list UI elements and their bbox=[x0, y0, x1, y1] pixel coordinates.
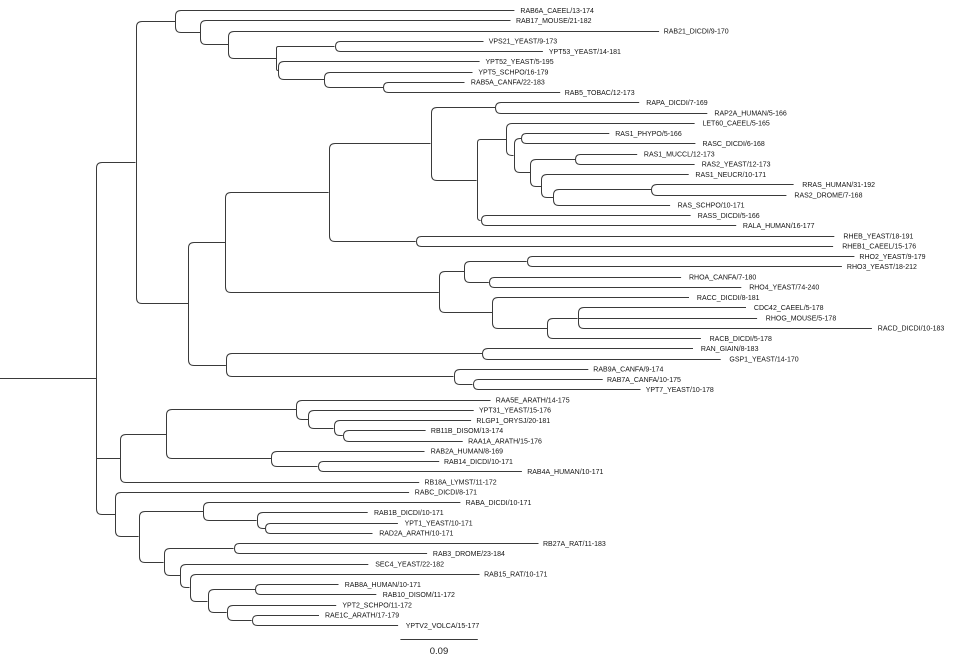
svg-text:RAB21_DICDI/9-170: RAB21_DICDI/9-170 bbox=[664, 28, 729, 35]
svg-text:RHOG_MOUSE/5-178: RHOG_MOUSE/5-178 bbox=[766, 315, 837, 322]
svg-text:RACC_DICDI/8-181: RACC_DICDI/8-181 bbox=[697, 295, 760, 302]
svg-text:RLGP1_ORYSJ/20-181: RLGP1_ORYSJ/20-181 bbox=[476, 418, 550, 425]
svg-text:YPT52_YEAST/5-195: YPT52_YEAST/5-195 bbox=[486, 59, 554, 66]
svg-text:CDC42_CAEEL/5-178: CDC42_CAEEL/5-178 bbox=[754, 305, 824, 312]
svg-text:RHO2_YEAST/9-179: RHO2_YEAST/9-179 bbox=[859, 254, 925, 261]
svg-text:RAB17_MOUSE/21-182: RAB17_MOUSE/21-182 bbox=[516, 18, 592, 25]
svg-text:RAS1_PHYPO/5-166: RAS1_PHYPO/5-166 bbox=[615, 131, 682, 138]
svg-text:RB27A_RAT/11-183: RB27A_RAT/11-183 bbox=[543, 541, 606, 548]
svg-text:YPT5_SCHPO/16-179: YPT5_SCHPO/16-179 bbox=[478, 69, 548, 76]
svg-text:LET60_CAEEL/5-165: LET60_CAEEL/5-165 bbox=[703, 121, 770, 128]
svg-text:RAB15_RAT/10-171: RAB15_RAT/10-171 bbox=[484, 572, 547, 579]
svg-text:RAB1B_DICDI/10-171: RAB1B_DICDI/10-171 bbox=[374, 510, 444, 517]
svg-text:RB18A_LYMST/11-172: RB18A_LYMST/11-172 bbox=[425, 479, 497, 486]
svg-text:RAS1_NEUCR/10-171: RAS1_NEUCR/10-171 bbox=[695, 172, 766, 179]
svg-text:RAB5A_CANFA/22-183: RAB5A_CANFA/22-183 bbox=[471, 80, 545, 87]
svg-text:RAS2_DROME/7-168: RAS2_DROME/7-168 bbox=[794, 192, 862, 199]
svg-text:YPT53_YEAST/14-181: YPT53_YEAST/14-181 bbox=[549, 49, 621, 56]
svg-text:RALA_HUMAN/16-177: RALA_HUMAN/16-177 bbox=[743, 223, 815, 230]
svg-text:RAA5E_ARATH/14-175: RAA5E_ARATH/14-175 bbox=[496, 397, 570, 404]
svg-text:RAE1C_ARATH/17-179: RAE1C_ARATH/17-179 bbox=[325, 613, 399, 620]
svg-text:RAB3_DROME/23-184: RAB3_DROME/23-184 bbox=[433, 551, 505, 558]
svg-text:RHO4_YEAST/74-240: RHO4_YEAST/74-240 bbox=[749, 285, 819, 292]
svg-text:RAS1_MUCCL/12-173: RAS1_MUCCL/12-173 bbox=[644, 151, 715, 158]
svg-text:RHEB_YEAST/18-191: RHEB_YEAST/18-191 bbox=[843, 233, 913, 240]
svg-text:RAA1A_ARATH/15-176: RAA1A_ARATH/15-176 bbox=[468, 438, 542, 445]
svg-text:RAB6A_CAEEL/13-174: RAB6A_CAEEL/13-174 bbox=[520, 8, 594, 15]
svg-text:RB11B_DISOM/13-174: RB11B_DISOM/13-174 bbox=[431, 428, 503, 435]
svg-text:RAN_GIAIN/8-183: RAN_GIAIN/8-183 bbox=[701, 346, 759, 353]
svg-text:RAB2A_HUMAN/8-169: RAB2A_HUMAN/8-169 bbox=[431, 449, 503, 456]
svg-text:RRAS_HUMAN/31-192: RRAS_HUMAN/31-192 bbox=[802, 182, 875, 189]
svg-text:YPT2_SCHPO/11-172: YPT2_SCHPO/11-172 bbox=[342, 602, 412, 609]
svg-text:RAS_SCHPO/10-171: RAS_SCHPO/10-171 bbox=[678, 203, 745, 210]
svg-text:RAB4A_HUMAN/10-171: RAB4A_HUMAN/10-171 bbox=[527, 469, 603, 476]
svg-text:YPT31_YEAST/15-176: YPT31_YEAST/15-176 bbox=[479, 408, 551, 415]
svg-text:YPT7_YEAST/10-178: YPT7_YEAST/10-178 bbox=[646, 387, 714, 394]
svg-text:RAB10_DISOM/11-172: RAB10_DISOM/11-172 bbox=[383, 592, 455, 599]
svg-text:YPTV2_VOLCA/15-177: YPTV2_VOLCA/15-177 bbox=[406, 623, 480, 630]
svg-text:RAB9A_CANFA/9-174: RAB9A_CANFA/9-174 bbox=[593, 367, 663, 374]
svg-text:RAP2A_HUMAN/5-166: RAP2A_HUMAN/5-166 bbox=[714, 110, 786, 117]
svg-text:RASS_DICDI/5-166: RASS_DICDI/5-166 bbox=[698, 213, 760, 220]
svg-text:RACB_DICDI/5-178: RACB_DICDI/5-178 bbox=[710, 336, 772, 343]
svg-text:RAS2_YEAST/12-173: RAS2_YEAST/12-173 bbox=[702, 162, 771, 169]
svg-text:VPS21_YEAST/9-173: VPS21_YEAST/9-173 bbox=[489, 39, 558, 46]
svg-text:RAB5_TOBAC/12-173: RAB5_TOBAC/12-173 bbox=[565, 90, 635, 97]
svg-text:0.09: 0.09 bbox=[430, 646, 449, 657]
svg-text:RABA_DICDI/10-171: RABA_DICDI/10-171 bbox=[466, 500, 532, 507]
svg-text:RACD_DICDI/10-183: RACD_DICDI/10-183 bbox=[878, 326, 945, 333]
svg-text:RASC_DICDI/6-168: RASC_DICDI/6-168 bbox=[703, 141, 765, 148]
svg-text:RAD2A_ARATH/10-171: RAD2A_ARATH/10-171 bbox=[379, 531, 453, 538]
svg-text:RAB8A_HUMAN/10-171: RAB8A_HUMAN/10-171 bbox=[345, 582, 421, 589]
svg-text:RAB7A_CANFA/10-175: RAB7A_CANFA/10-175 bbox=[607, 377, 681, 384]
svg-text:RAPA_DICDI/7-169: RAPA_DICDI/7-169 bbox=[646, 100, 707, 107]
svg-text:RHO3_YEAST/18-212: RHO3_YEAST/18-212 bbox=[847, 264, 917, 271]
svg-text:RHEB1_CAEEL/15-176: RHEB1_CAEEL/15-176 bbox=[842, 244, 916, 251]
svg-text:RHOA_CANFA/7-180: RHOA_CANFA/7-180 bbox=[689, 274, 756, 281]
svg-text:YPT1_YEAST/10-171: YPT1_YEAST/10-171 bbox=[405, 520, 473, 527]
svg-text:RAB14_DICDI/10-171: RAB14_DICDI/10-171 bbox=[444, 459, 513, 466]
svg-text:SEC4_YEAST/22-182: SEC4_YEAST/22-182 bbox=[375, 561, 444, 568]
svg-text:RABC_DICDI/8-171: RABC_DICDI/8-171 bbox=[415, 490, 477, 497]
svg-text:GSP1_YEAST/14-170: GSP1_YEAST/14-170 bbox=[729, 356, 798, 363]
